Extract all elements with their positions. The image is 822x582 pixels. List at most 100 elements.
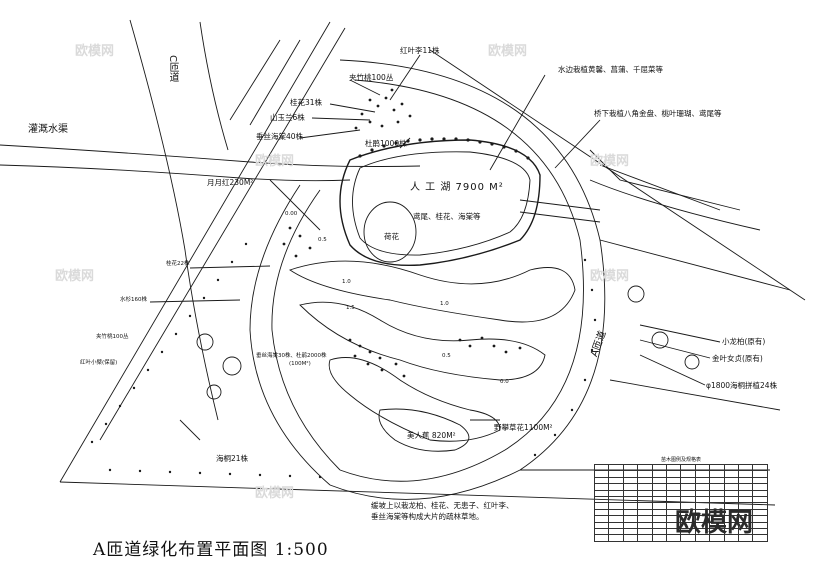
plant-label-guihua: 桂花31株 [290,98,323,107]
slope-mark: 0.0 [500,379,509,385]
c-ramp-edge-outer [129,19,219,421]
legend-cell [738,502,754,510]
c-ramp-label: C匝道 [167,55,178,82]
plant-label-guihua22: 桂花22株 [166,261,190,267]
bridge-line-2 [519,211,601,223]
legend-cell [622,534,639,542]
leader-line [489,74,546,171]
plant-label-jiazhutao: 夹竹桃100丛 [349,73,394,82]
tree-symbol [651,331,669,349]
slope-mark: 0.00 [285,211,298,217]
shrub-cluster-top [354,88,412,130]
watermark-logo: 欧模网 [675,508,754,538]
watermark-light: 欧模网 [590,154,630,169]
plant-label-yueyuehong: 月月红230M² [207,178,254,187]
legend-cell [593,534,610,542]
watermark-light: 欧模网 [255,154,295,169]
canal-label: 灌溉水渠 [28,124,68,135]
plant-label-chuisi: 垂丝海棠40株 [256,132,304,141]
lake-label: 人 工 湖 7900 M² [410,182,504,193]
leader-line [269,179,321,231]
tree-symbol [206,384,222,400]
lake-shore-hedge [358,137,530,160]
slope-mark: 0.5 [318,237,327,243]
legend-cell [738,534,754,542]
planting-note-line: 垂丝海棠等构成大片的疏林草地。 [371,512,484,521]
ramp-ring-in-3 [271,189,341,471]
plant-label-haitong-pin: φ1800海桐拼植24株 [706,381,778,390]
bridge-line-1 [519,199,601,211]
legend-row [593,463,768,472]
legend-cell [752,489,768,497]
legend-cell [651,534,668,542]
planting-block-right [589,149,741,211]
plant-label-haitong21: 海桐21株 [216,454,249,463]
legend-cell [752,483,768,491]
planting-note: 缓坡上以栽龙柏、桂花、无患子、红叶李、 垂丝海棠等构成大片的疏林草地。 [371,500,514,522]
site-boundary-inner-left [99,27,346,441]
legend-title: 苗木图例及规格表 [660,457,701,463]
leader-line [639,354,706,386]
plant-label-jinye: 金叶女贞(原有) [712,354,763,363]
lake-island [363,201,417,263]
tree-symbol [222,356,242,376]
leader-line [189,265,271,269]
legend-cell [752,470,768,478]
legend-row [593,483,768,491]
plant-label-shuishan: 水杉160株 [120,297,147,303]
leader-line [639,324,721,343]
road-right-1 [599,239,791,291]
site-boundary-left [59,21,331,483]
tree-row-right [533,258,597,457]
plant-label-jiazhu-left: 夹竹桃100丛 [96,334,129,340]
leader-line [149,299,241,303]
lake-outline [339,139,541,267]
plant-label-chuisi30-sub: (100M²) [289,361,311,367]
lotus-label: 荷花 [384,232,399,241]
leader-line [554,119,601,169]
bridge-road-b [589,179,761,231]
legend-cell [738,489,754,497]
road-top-1 [229,39,281,121]
leader-line [299,129,361,139]
legend-cell [637,534,653,542]
road-top-2 [249,39,301,126]
tree-row-bottom [108,468,322,479]
lake-plants-label: 鸢尾、桂花、海棠等 [413,212,481,221]
legend-cell [752,534,768,542]
slope-mark: 1.0 [440,301,449,307]
tree-symbol [196,333,214,351]
slope-mark: 0.5 [442,353,451,359]
legend-row [593,470,768,478]
plant-label-qiaoxia: 桥下栽植八角金盘、桃叶珊瑚、鸢尾等 [594,109,722,118]
tree-symbol [684,354,700,370]
legend-cell [752,463,768,472]
garden-bed-4 [378,408,470,452]
c-ramp-edge-inner [199,21,229,151]
legend-cell [752,502,768,510]
garden-bed-3 [328,357,501,442]
plant-label-hongye-xiaoqiu: 红叶小檗(保留) [80,360,118,366]
shrub-cluster-mid [282,226,522,378]
legend-row [593,495,768,504]
plant-label-yeshicao: 野攀草花1100M² [494,423,553,432]
legend-cell [752,495,768,504]
road-right-2 [609,379,781,411]
legend-cell [738,463,754,472]
leader-line [329,103,376,113]
legend-row [593,527,768,536]
plant-label-dujuan: 杜鹃1000株 [365,139,407,148]
watermark-light: 欧模网 [590,269,630,284]
plant-legend-table: 苗木图例及规格表 [593,456,768,542]
legend-row [593,534,768,542]
legend-row [593,508,768,517]
plant-label-shanyulan: 山玉兰6株 [270,113,305,122]
watermark-light: 欧模网 [75,44,115,59]
plant-label-chuisi30: 垂丝海棠30株、杜鹃2000株 [256,353,327,359]
plant-label-meirenjiao: 美人蕉 820M² [407,431,456,440]
plant-label-hongyeli: 红叶李11株 [400,46,440,55]
watermark-light: 欧模网 [488,44,528,59]
lake-inner [352,151,531,256]
planting-note-line: 缓坡上以栽龙柏、桂花、无患子、红叶李、 [371,501,514,510]
